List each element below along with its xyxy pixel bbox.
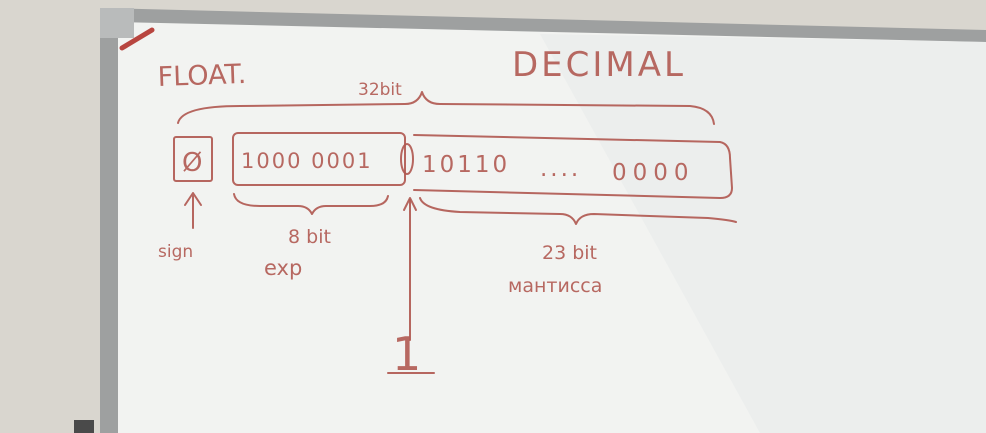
marker-on-tray bbox=[119, 27, 155, 51]
mantissa-ellipsis: .... bbox=[540, 156, 581, 182]
mantissa-size-label: 23 bit bbox=[542, 242, 597, 264]
sign-bit-value: Ø bbox=[182, 148, 202, 178]
exponent-bits: 1000 0001 bbox=[241, 149, 373, 173]
foreground-object bbox=[74, 420, 94, 433]
heading-decimal: DECIMAL bbox=[512, 45, 686, 85]
exponent-size-label: 8 bit bbox=[288, 226, 331, 248]
exponent-box bbox=[232, 132, 406, 186]
heading-float: FLOAT. bbox=[157, 59, 247, 93]
implicit-bit-marker bbox=[400, 143, 414, 175]
mantissa-bits-start: 10110 bbox=[422, 152, 510, 178]
whiteboard-corner-bracket bbox=[100, 8, 134, 38]
whiteboard bbox=[100, 8, 986, 433]
whiteboard-sheen bbox=[540, 34, 986, 433]
mantissa-label: мантисса bbox=[508, 275, 602, 297]
sign-label: sign bbox=[158, 242, 193, 262]
mantissa-bits-end: 0000 bbox=[612, 160, 695, 186]
exponent-label: exp bbox=[264, 256, 302, 280]
mantissa-box bbox=[413, 134, 733, 199]
sign-bit-box bbox=[173, 136, 213, 182]
sign-arrow-head bbox=[184, 192, 202, 206]
implicit-bit-arrow-head bbox=[403, 197, 417, 211]
total-width-brace bbox=[177, 91, 715, 125]
exponent-brace bbox=[233, 193, 389, 215]
mantissa-brace bbox=[419, 197, 737, 225]
total-width-label: 32bit bbox=[358, 80, 402, 100]
